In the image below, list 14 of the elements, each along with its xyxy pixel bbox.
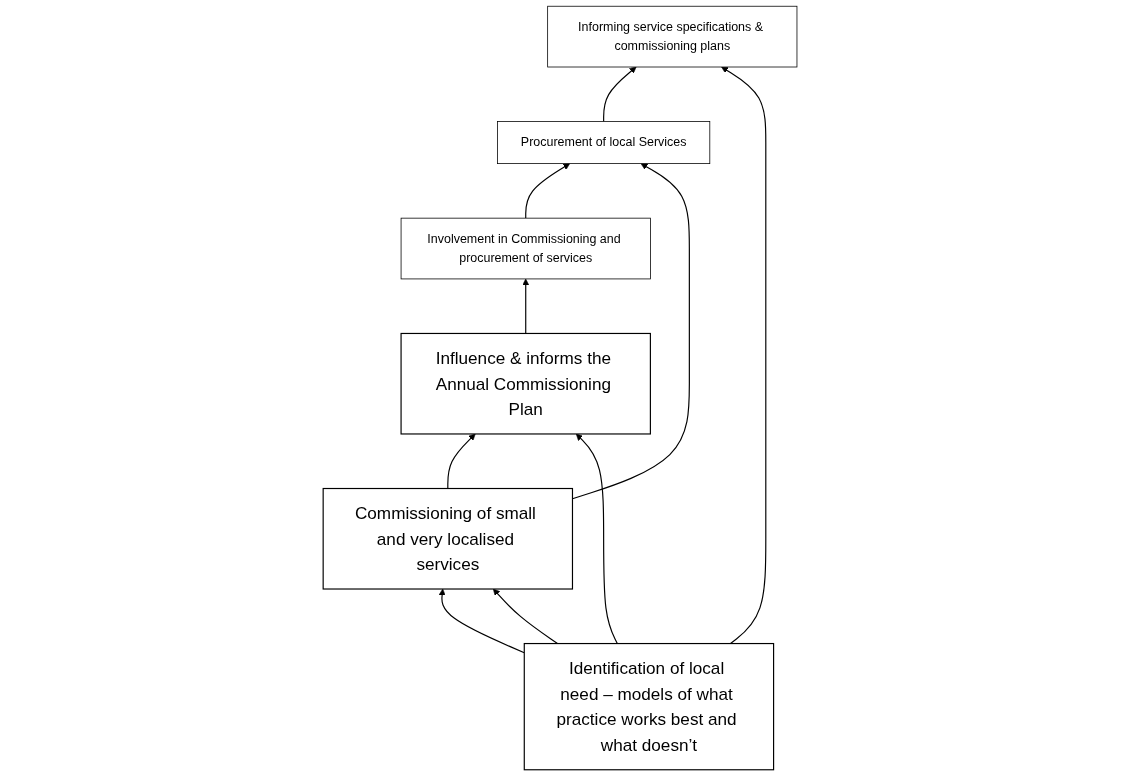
arrow bbox=[525, 163, 571, 219]
node-box: Procurement of local Services bbox=[497, 121, 711, 164]
arrow bbox=[576, 433, 619, 645]
node-box: Informing service specifications & commissioning plans bbox=[547, 5, 798, 68]
arrow bbox=[522, 278, 530, 335]
node-box: Involvement in Commissioning and procurement of services bbox=[401, 217, 652, 280]
node-box: Influence & informs the Annual Commissioning Plan bbox=[400, 332, 652, 435]
arrow bbox=[493, 588, 559, 645]
arrow bbox=[572, 163, 691, 500]
arrow bbox=[603, 66, 637, 123]
node-box: Identification of local need – models of what practice works best and what doesn’t bbox=[524, 642, 775, 771]
arrow bbox=[721, 66, 767, 645]
node-box: Commissioning of small and very localised services bbox=[323, 487, 574, 590]
arrow bbox=[447, 433, 476, 490]
